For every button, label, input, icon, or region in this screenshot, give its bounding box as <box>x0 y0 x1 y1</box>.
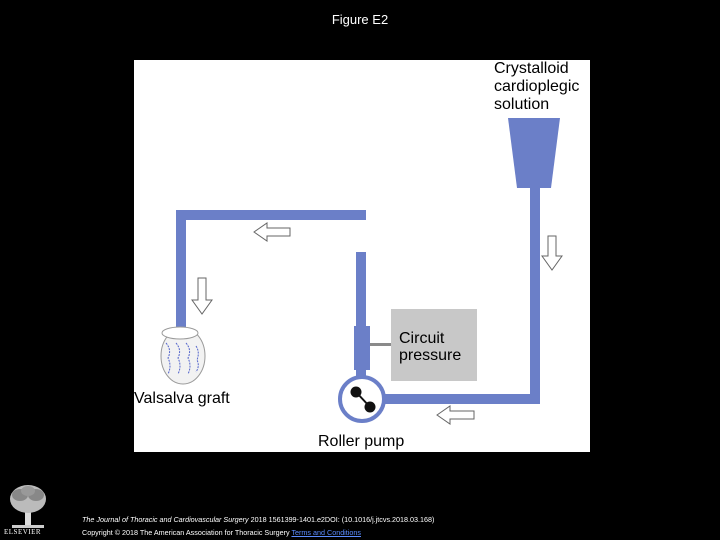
circuit-pressure-line-2: pressure <box>399 347 462 364</box>
crystalloid-line-2: cardioplegic <box>494 78 580 95</box>
circuit-pressure-label: Circuit pressure <box>399 330 461 364</box>
tube-left-vertical <box>176 210 186 338</box>
copyright-text: Copyright © 2018 The American Associatio… <box>82 528 292 537</box>
copyright: Copyright © 2018 The American Associatio… <box>82 528 361 537</box>
circuit-diagram <box>160 118 563 425</box>
crystalloid-line-3: solution <box>494 96 550 113</box>
circuit-pressure-line-1: Circuit <box>399 330 445 347</box>
tube-right-vertical <box>530 186 540 400</box>
left-arrow-icon <box>253 222 291 242</box>
down-arrow-icon <box>541 235 563 271</box>
crystalloid-reservoir <box>508 118 560 188</box>
pressure-transducer <box>354 326 370 370</box>
graft-icon <box>160 326 206 385</box>
citation: The Journal of Thoracic and Cardiovascul… <box>82 515 434 524</box>
roller-pump-icon <box>338 375 386 423</box>
pressure-connector <box>370 343 392 346</box>
circuit-pressure-box <box>391 309 477 381</box>
left-arrow-icon <box>436 405 475 425</box>
elsevier-wordmark: ELSEVIER <box>4 528 42 536</box>
figure-panel: Crystalloid cardioplegic solution Circui… <box>134 60 590 452</box>
roller-pump-label: Roller pump <box>318 433 405 450</box>
tube-pump-vertical <box>356 252 366 384</box>
valsalva-graft-label: Valsalva graft <box>134 390 230 407</box>
citation-details: 2018 1561399-1401.e2DOI: (10.1016/j.jtcv… <box>248 515 435 524</box>
slide-title: Figure E2 <box>331 12 389 27</box>
elsevier-tree-logo <box>6 481 50 531</box>
crystalloid-line-1: Crystalloid <box>494 60 569 77</box>
citation-journal: The Journal of Thoracic and Cardiovascul… <box>82 515 249 524</box>
down-arrow-icon <box>191 277 213 315</box>
terms-link[interactable]: Terms and Conditions <box>291 528 361 537</box>
tube-bottom-horizontal <box>382 394 540 404</box>
tube-top-horizontal <box>176 210 366 220</box>
crystalloid-label: Crystalloid cardioplegic solution <box>494 60 579 114</box>
